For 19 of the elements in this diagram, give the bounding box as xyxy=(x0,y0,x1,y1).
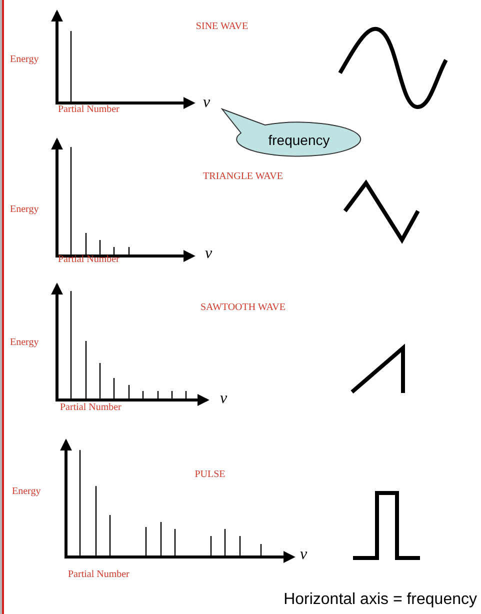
axis-label: Energy xyxy=(10,204,39,216)
axis-label: Partial Number xyxy=(58,254,120,266)
axis-label: Partial Number xyxy=(58,104,120,116)
axis-label: Energy xyxy=(10,54,39,66)
axis-symbol: ν xyxy=(203,94,210,112)
axis-symbol: ν xyxy=(205,245,212,263)
bubble-text: frequency xyxy=(267,131,331,149)
axis-symbol: ν xyxy=(220,390,228,408)
wave-title: TRIANGLE WAVE xyxy=(203,171,283,183)
axis-label: Partial Number xyxy=(60,402,122,414)
wave-title: SINE WAVE xyxy=(196,21,248,33)
axis-label: Energy xyxy=(10,337,39,349)
caption: Horizontal axis = frequency xyxy=(284,590,477,610)
axis-label: Energy xyxy=(12,486,41,498)
axis-label: Partial Number xyxy=(68,569,130,581)
wave-title: SAWTOOTH WAVE xyxy=(200,302,286,314)
axis-symbol: ν xyxy=(300,546,308,564)
speech-bubble xyxy=(221,108,362,159)
wave-title: PULSE xyxy=(194,469,226,481)
